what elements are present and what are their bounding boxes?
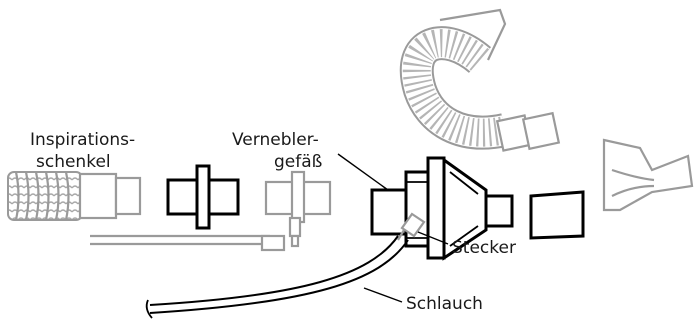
connector-label: Stecker [452, 238, 516, 258]
double-adapter [166, 164, 240, 230]
tube-leader-line [363, 287, 403, 303]
y-piece [602, 138, 694, 212]
connector-plug [397, 212, 426, 241]
nebulizer-label-line1: Vernebler- [232, 130, 319, 150]
inspiratory-limb-label-line2: schenkel [36, 152, 111, 172]
tube-label: Schlauch [406, 294, 483, 314]
nebulizer-leader-line [337, 153, 389, 191]
nebulizer-chamber [370, 156, 514, 261]
inspiratory-limb-label-line1: Inspirations- [30, 130, 136, 150]
black-cuff [529, 190, 585, 240]
nebulizer-tubing [145, 235, 409, 319]
nebulizer-label-line2: gefäß [274, 152, 323, 172]
upper-corrugated-hose [399, 8, 561, 152]
t-piece-adapter [90, 170, 332, 252]
connector-leader-line [417, 231, 449, 245]
inspiratory-limb-hose [7, 171, 142, 221]
